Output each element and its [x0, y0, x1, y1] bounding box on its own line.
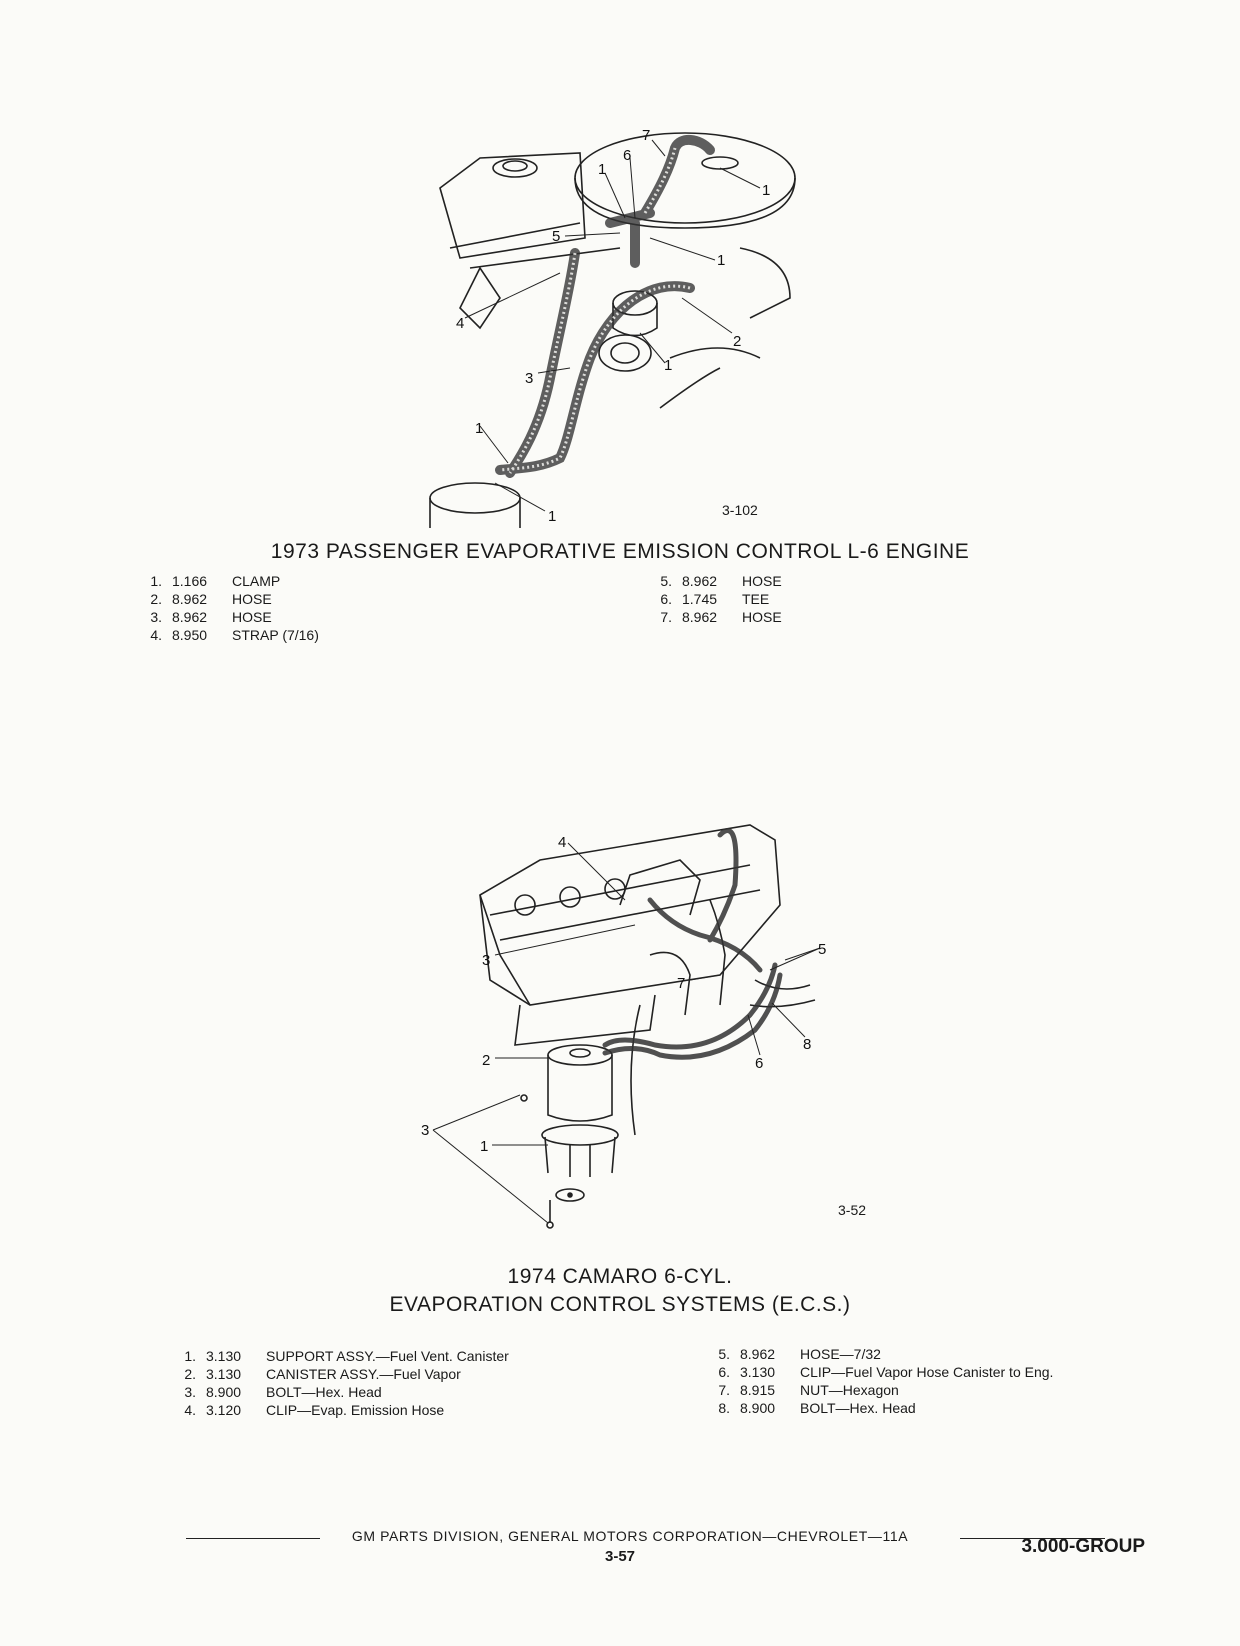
fig2-callout-8: 8 — [803, 1036, 811, 1053]
fig2-callout-3a: 3 — [482, 952, 490, 969]
fig1-callout-1f: 1 — [548, 508, 556, 525]
fig1-callout-6: 6 — [623, 147, 631, 164]
section-title: 1973 PASSENGER EVAPORATIVE EMISSION CONT… — [270, 540, 970, 563]
footer-publisher: GM PARTS DIVISION, GENERAL MOTORS CORPOR… — [351, 1528, 909, 1544]
fig1-callout-7: 7 — [642, 128, 650, 144]
section-title-line2: EVAPORATION CONTROL SYSTEMS (E.C.S.) — [389, 1293, 851, 1316]
fig1-callout-2: 2 — [733, 333, 741, 350]
fig1-callout-3: 3 — [525, 370, 533, 387]
figure-1974-camaro-illustration: 4 3 5 7 8 6 2 3 1 — [420, 805, 840, 1240]
fig2-callout-6: 6 — [755, 1055, 763, 1072]
fig2-callout-1: 1 — [480, 1138, 488, 1155]
camaro-engine-drawing: 4 3 5 7 8 6 2 3 1 — [421, 824, 826, 1229]
fig1-callout-1c: 1 — [717, 252, 725, 269]
figure-number: 3-102 — [722, 502, 758, 518]
figure-1973-engine-illustration: 7 6 1 1 5 1 4 2 1 3 1 1 — [420, 128, 820, 548]
fig1-callout-1a: 1 — [598, 161, 606, 178]
fig1-callout-1b: 1 — [762, 182, 770, 199]
fig1-callout-1d: 1 — [664, 357, 672, 374]
fig2-callout-3b: 3 — [421, 1122, 429, 1139]
page-number: 3-57 — [604, 1548, 636, 1565]
group-label: 3.000-GROUP — [1021, 1536, 1145, 1557]
engine-l6-drawing: 7 6 1 1 5 1 4 2 1 3 1 1 — [429, 128, 796, 528]
fig1-callout-5: 5 — [552, 228, 560, 245]
fig1-callout-4: 4 — [456, 315, 464, 332]
fig2-callout-4: 4 — [558, 834, 566, 851]
fig1-callout-1e: 1 — [475, 420, 483, 437]
footer-rule-left — [186, 1538, 320, 1539]
figure-number: 3-52 — [838, 1202, 867, 1218]
fig2-callout-7: 7 — [677, 975, 685, 992]
footer-rule-right — [960, 1538, 1105, 1539]
fig2-callout-5: 5 — [818, 941, 826, 958]
section-title-line1: 1974 CAMARO 6-CYL. — [507, 1265, 733, 1288]
fig2-callout-2: 2 — [482, 1052, 490, 1069]
